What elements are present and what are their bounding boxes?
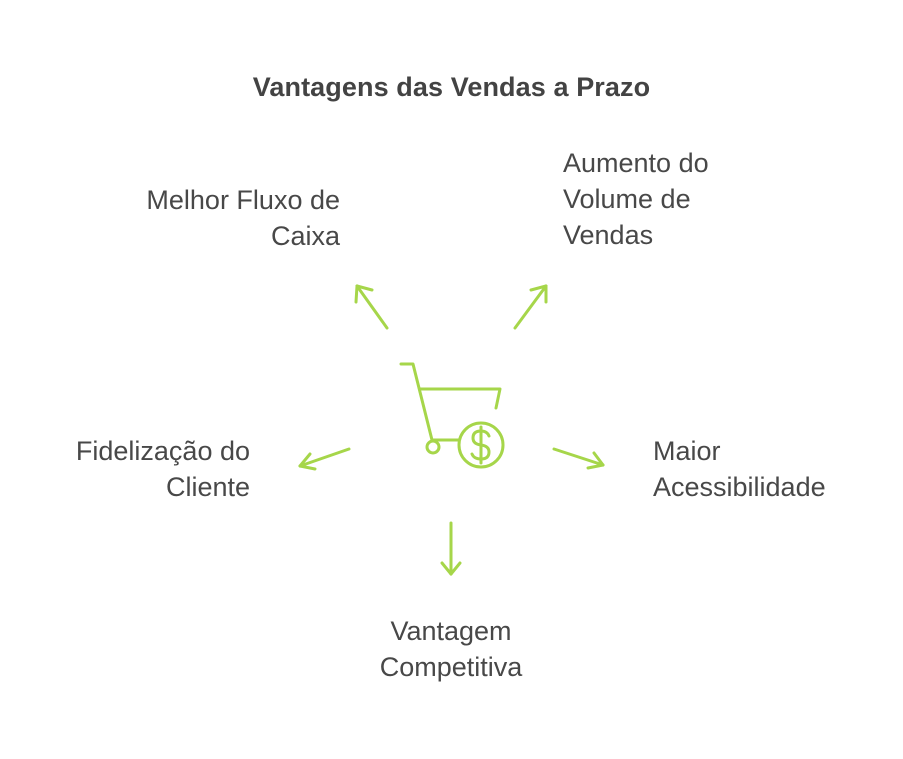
benefit-label-aumento-do-volume-de-vendas: Aumento do Volume de Vendas — [563, 148, 709, 250]
diagram-title: Vantagens das Vendas a Prazo — [252, 72, 651, 102]
benefit-label-vantagem-competitiva: Vantagem Competitiva — [379, 616, 523, 682]
shopping-cart-dollar-icon — [399, 362, 505, 469]
arrow-acess-icon — [552, 447, 605, 470]
arrow-fluxo-icon — [354, 284, 389, 330]
benefit-label-melhor-fluxo-de-caixa: Melhor Fluxo de Caixa — [146, 185, 340, 251]
arrow-fidel-icon — [298, 447, 351, 471]
arrow-volume-icon — [513, 284, 548, 330]
arrow-vantagem-icon — [440, 521, 462, 576]
benefit-label-maior-acessibilidade: Maior Acessibilidade — [653, 436, 826, 502]
benefit-label-fidelizacao-do-cliente: Fidelização do Cliente — [75, 436, 250, 502]
